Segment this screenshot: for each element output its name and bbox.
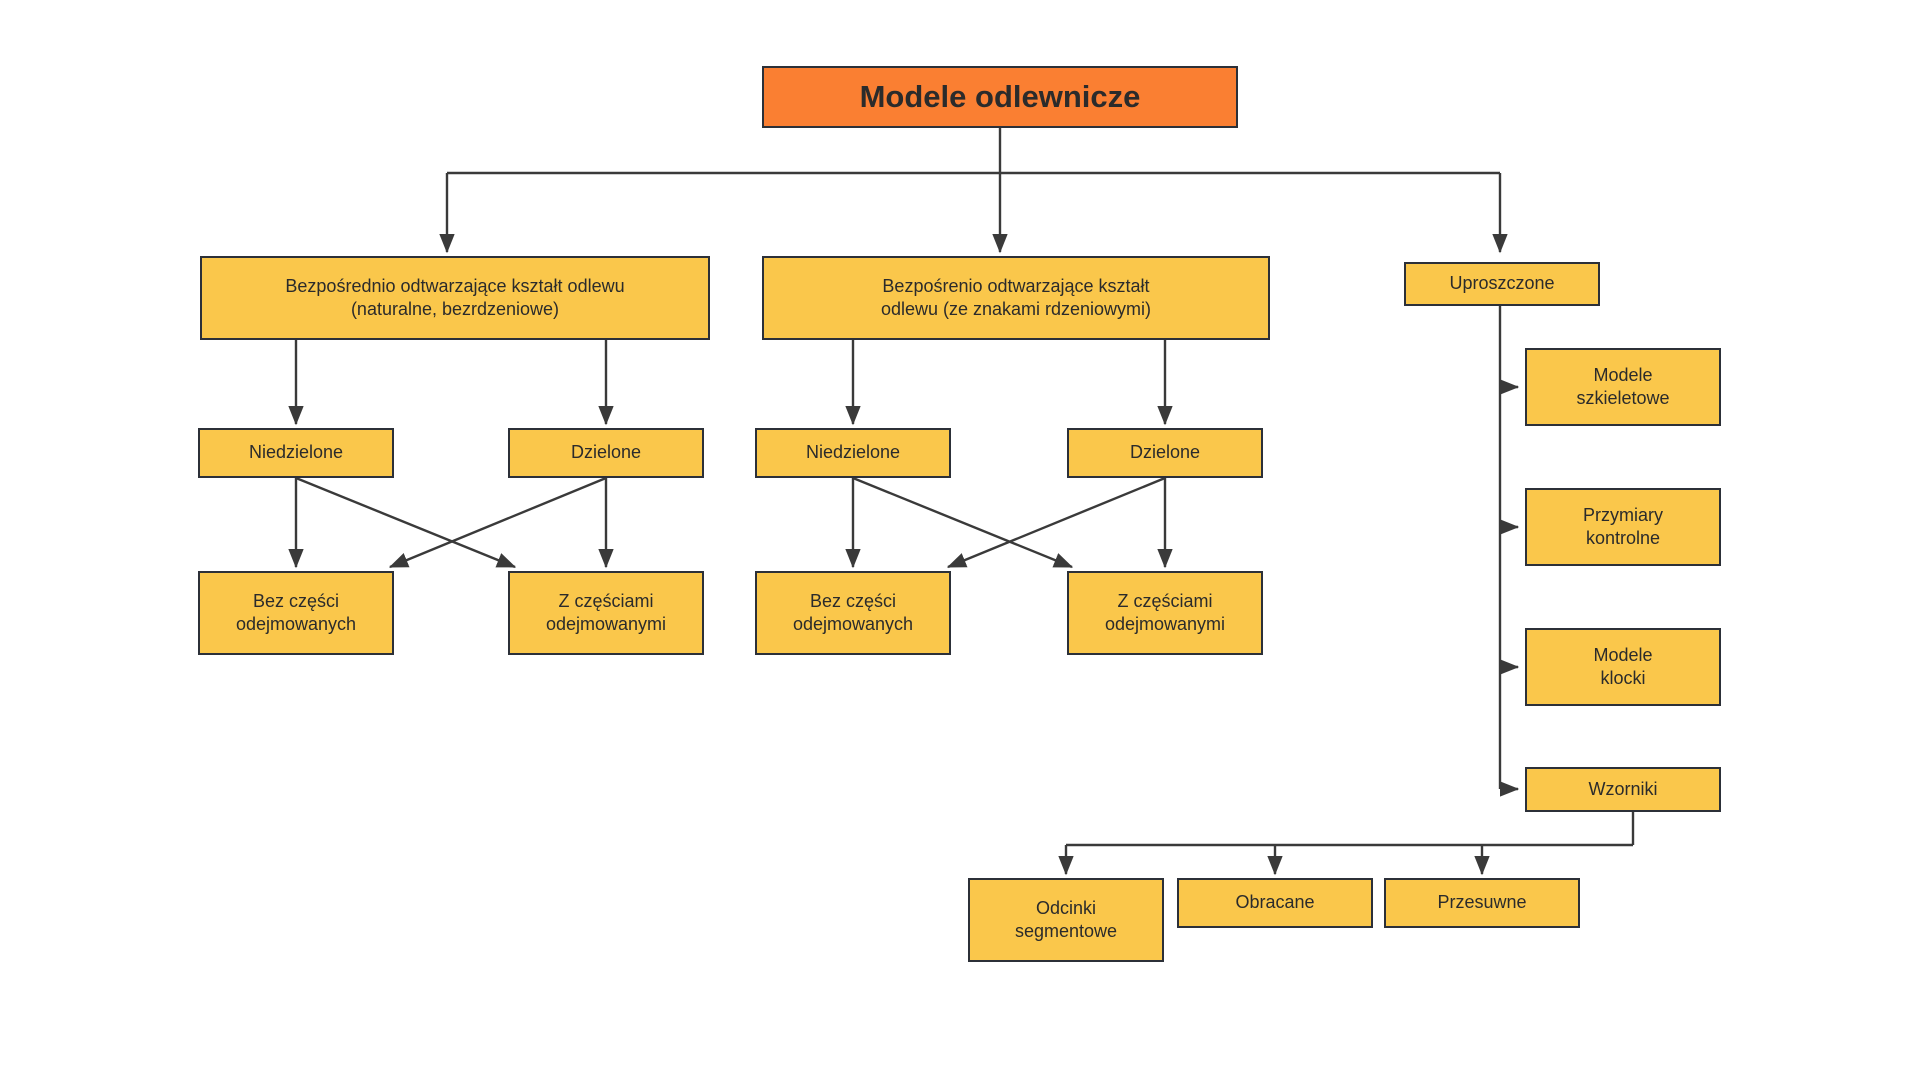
node-left-z-czesciami[interactable]: Z częściami odejmowanymi [508,571,704,655]
node-simplified[interactable]: Uproszczone [1404,262,1600,306]
edges-left-cross-to-level3 [288,476,614,569]
node-przymiary-kontrolne[interactable]: Przymiary kontrolne [1525,488,1721,566]
node-left-niedzielone[interactable]: Niedzielone [198,428,394,478]
node-mid-dzielone[interactable]: Dzielone [1067,428,1263,478]
node-left-dzielone[interactable]: Dzielone [508,428,704,478]
node-mid-z-czesciami[interactable]: Z częściami odejmowanymi [1067,571,1263,655]
edges-mid-cross-to-level3 [845,476,1173,569]
node-obracane[interactable]: Obracane [1177,878,1373,928]
node-mid-niedzielone[interactable]: Niedzielone [755,428,951,478]
node-mid-bez-czesci[interactable]: Bez części odejmowanych [755,571,951,655]
node-modele-klocki[interactable]: Modele klocki [1525,628,1721,706]
node-left-bez-czesci[interactable]: Bez części odejmowanych [198,571,394,655]
node-direct-natural[interactable]: Bezpośrednio odtwarzające kształt odlewu… [200,256,710,340]
edges-root-to-level1 [439,128,1508,254]
node-root-modele-odlewnicze[interactable]: Modele odlewnicze [762,66,1238,128]
node-odcinki-segmentowe[interactable]: Odcinki segmentowe [968,878,1164,962]
edges-left-branch-to-level2 [288,340,614,426]
node-przesuwne[interactable]: Przesuwne [1384,878,1580,928]
node-wzorniki[interactable]: Wzorniki [1525,767,1721,812]
node-modele-szkieletowe[interactable]: Modele szkieletowe [1525,348,1721,426]
edges-wzorniki-to-bottom [1058,812,1635,876]
node-direct-core[interactable]: Bezpośrenio odtwarzające kształt odlewu … [762,256,1270,340]
edges-simplified-spine [1498,306,1520,797]
edges-mid-branch-to-level2 [845,340,1173,426]
